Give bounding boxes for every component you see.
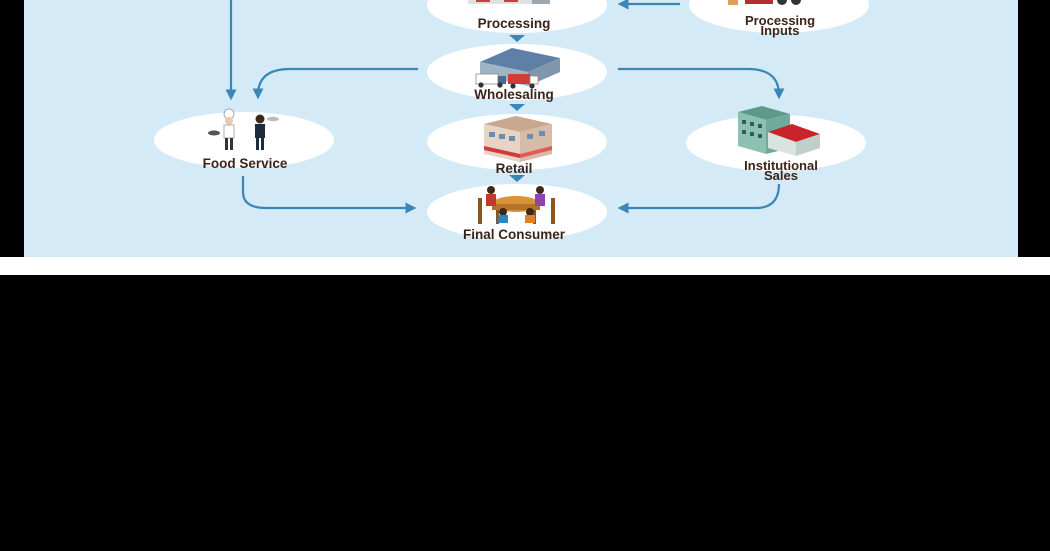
node-processing-inputs: Processing Inputs bbox=[689, 0, 869, 38]
tractor-icon bbox=[728, 0, 801, 5]
chef-waiter-icon bbox=[208, 108, 279, 150]
arrow-retail-to-consumer bbox=[509, 175, 525, 182]
panel-bottom-border bbox=[0, 257, 1050, 275]
arrow-food-service-to-consumer bbox=[241, 176, 417, 214]
node-final-consumer-label: Final Consumer bbox=[463, 227, 566, 242]
node-processing-inputs-ellipse bbox=[689, 0, 869, 33]
center-flow-arrows bbox=[509, 35, 525, 182]
node-final-consumer-ellipse bbox=[427, 184, 607, 240]
institution-building-icon bbox=[738, 106, 820, 156]
node-final-consumer: Final Consumer bbox=[427, 184, 607, 242]
node-food-service-ellipse bbox=[154, 112, 334, 168]
node-institutional-sales-label-line2: Sales bbox=[764, 168, 798, 183]
node-retail: Retail bbox=[427, 114, 607, 176]
arrow-wholesaling-to-institutional bbox=[618, 67, 785, 100]
node-processing-label: Processing bbox=[478, 16, 551, 31]
family-dining-icon bbox=[478, 186, 555, 224]
node-wholesaling-label: Wholesaling bbox=[474, 87, 554, 102]
store-icon bbox=[484, 116, 552, 162]
connectors bbox=[225, 0, 785, 214]
arrow-wholesaling-to-food-service bbox=[252, 67, 418, 100]
warehouse-icon bbox=[475, 48, 560, 89]
node-processing: Processing bbox=[427, 0, 607, 33]
node-retail-label: Retail bbox=[496, 161, 533, 176]
arrow-institutional-to-consumer bbox=[617, 183, 781, 214]
node-food-service: Food Service bbox=[154, 108, 334, 171]
node-wholesaling: Wholesaling bbox=[427, 44, 607, 102]
food-supply-chain-diagram: Processing Processing Inputs Whol bbox=[154, 0, 869, 242]
node-processing-ellipse bbox=[427, 0, 607, 33]
node-institutional-sales-label-line1: Institutional bbox=[744, 158, 818, 173]
arrow-wholesaling-to-retail bbox=[509, 104, 525, 111]
node-institutional-sales: Institutional Sales bbox=[686, 106, 866, 183]
node-processing-inputs-label-line2: Inputs bbox=[761, 23, 800, 38]
factory-icon bbox=[468, 0, 550, 4]
node-food-service-label: Food Service bbox=[203, 156, 288, 171]
arrow-processing-to-wholesaling bbox=[509, 35, 525, 42]
node-processing-inputs-label-line1: Processing bbox=[745, 13, 815, 28]
